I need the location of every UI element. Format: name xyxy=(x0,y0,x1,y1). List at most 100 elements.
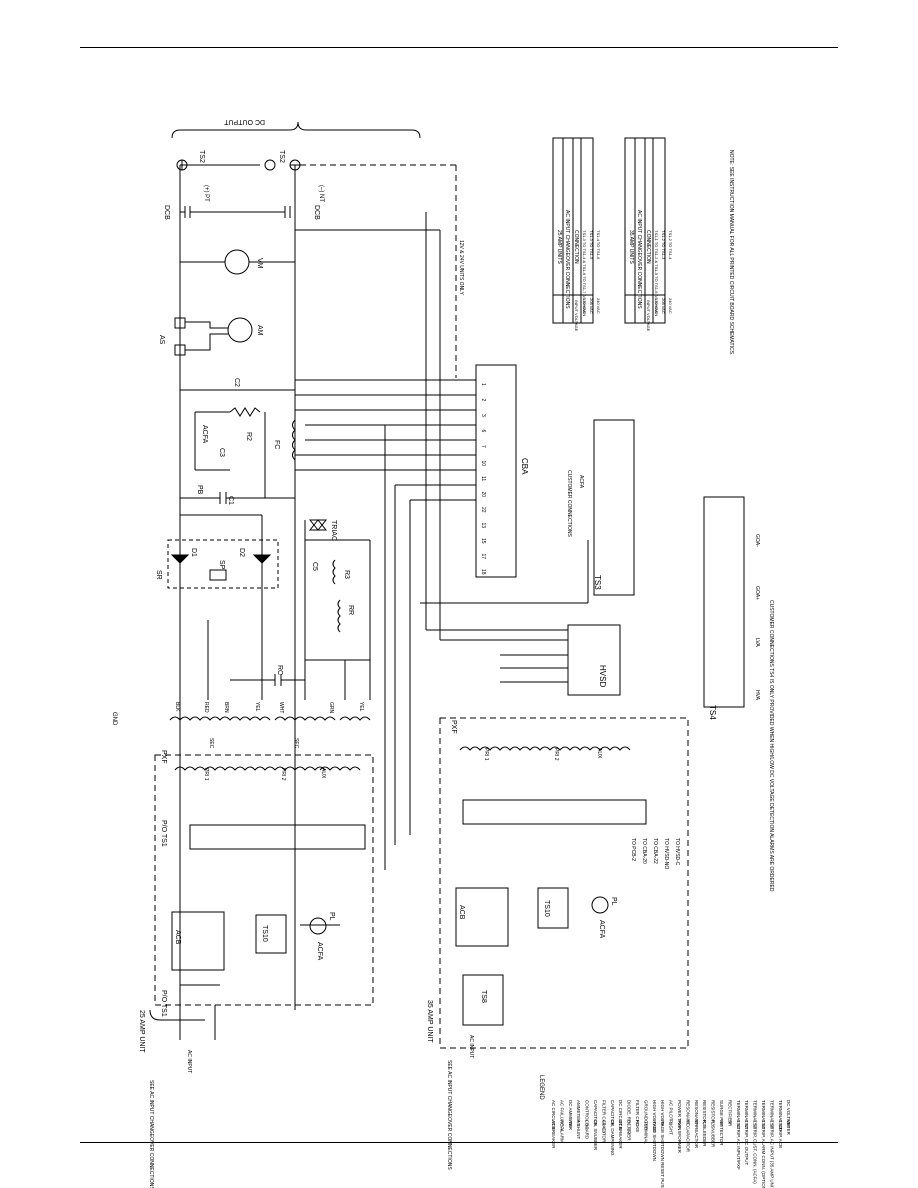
wire-grn-sec: GRN xyxy=(328,702,334,714)
ts4-group-label: LVA xyxy=(754,638,760,647)
legend-desc: FILTER CHOKE xyxy=(635,1100,640,1132)
rc-label: RC xyxy=(276,665,283,675)
cba-pin: 2 xyxy=(480,399,486,402)
ts4-strip xyxy=(703,496,745,708)
table-25-row-voltage: 120 VAC xyxy=(582,298,587,314)
ts1-35-ref: TO HVSD-C xyxy=(674,838,680,866)
legend-desc: SURGE PROTECTOR xyxy=(719,1100,724,1146)
legend-code: C1-C3 xyxy=(601,1120,606,1134)
ts1-35-ref: TO HVSD-NO xyxy=(663,838,669,869)
ts3-strip xyxy=(593,419,635,596)
am-label: AM xyxy=(256,325,263,336)
pxf-upper-label: PXF xyxy=(160,750,167,764)
ts10-lower: TS10 xyxy=(543,900,550,917)
p-o-ts1-lower: P/O TS1 xyxy=(160,990,167,1017)
dc-output-label: DC OUTPUT xyxy=(223,118,265,125)
rr-label: RR xyxy=(347,605,354,615)
pri1-upper: PRI 1 xyxy=(203,768,209,781)
pri2-upper: PRI 2 xyxy=(280,768,286,781)
ts1-35-ref: TO CBA-20 xyxy=(641,838,647,864)
ts4-label: TS4 xyxy=(708,705,717,720)
legend-desc: TERMINAL STRIP, AC INPUT/PXF xyxy=(736,1100,741,1170)
legend-desc: RESONANT CAPACITOR xyxy=(685,1100,690,1153)
legend-desc: TERMINAL STRIP, ALARM CONN. (OPTIONAL) xyxy=(761,1100,766,1188)
cba-label: CBA xyxy=(520,458,529,475)
acb-upper: ACB xyxy=(174,930,181,945)
c5-label: C5 xyxy=(311,562,318,571)
table-35-row-voltage: 240 VAC xyxy=(668,298,673,314)
cba-pin: 11 xyxy=(480,476,486,481)
cba-pin: 1 xyxy=(480,383,486,386)
cba-pin: 6 xyxy=(480,430,486,433)
ts1-35-ref: TO PCB-2 xyxy=(630,838,636,861)
ts2-upper-label: TS2 xyxy=(198,150,205,163)
dcb-upper-label: DCB xyxy=(163,205,170,220)
sp-label: SP xyxy=(218,560,225,570)
wire-brn-sec: BRN xyxy=(223,702,229,713)
table-25-row-conn: TS1-3 TO TS1-4 & TS1-6 TO TS1-7 AS SHOWN xyxy=(582,230,587,316)
cba-pin: 20 xyxy=(480,492,486,498)
legend-desc: DC VOLTMETER xyxy=(786,1100,791,1136)
legend-desc: GROUND TERMINAL xyxy=(643,1100,648,1144)
sec-label-2: SEC xyxy=(293,738,299,749)
legend-code: ACFA xyxy=(559,1120,564,1132)
r3-label: R3 xyxy=(343,570,350,579)
gnd-label: GND xyxy=(111,712,117,726)
legend-desc: AC FAILURE ALARM xyxy=(559,1100,564,1143)
d2-label: D2 xyxy=(238,548,245,557)
legend-code: TS1 xyxy=(736,1120,741,1129)
cba-pin: 3 xyxy=(480,414,486,417)
see-ac-input-upper: SEE AC INPUT CHANGEOVER CONNECTIONS xyxy=(148,1080,154,1188)
legend-desc: AC CIRCUIT BREAKER xyxy=(551,1100,556,1149)
rectifier-block xyxy=(167,514,279,620)
acfa-lower-unit: ACFA xyxy=(598,920,605,939)
sec-label-1: SEC xyxy=(208,738,214,749)
pos-terminal-label: (+) PT xyxy=(203,185,209,202)
legend-desc: AC PILOT LIGHT xyxy=(669,1100,674,1135)
table-25-row-conn: TS1-4 TO TS1-6 xyxy=(596,230,601,260)
customer-conn-label: CUSTOMER CONNECTIONS xyxy=(566,470,572,538)
neg-terminal-label: (–) NT xyxy=(318,185,324,202)
pri1-lower: PRI 1 xyxy=(483,748,489,761)
table-35-head-conn: CONNECTION xyxy=(645,230,651,264)
wire-wht-sec: WHT xyxy=(278,702,284,713)
legend-code: AS xyxy=(576,1120,581,1126)
changeover-table-25 xyxy=(552,137,594,324)
bottom-rule xyxy=(80,1142,838,1143)
changeover-table-35 xyxy=(624,137,666,324)
only-12v-label: 12V & 24V UNITS ONLY xyxy=(458,240,464,296)
legend-title: LEGEND xyxy=(538,1075,544,1100)
sr-label: SR xyxy=(155,570,162,580)
cba-pin: 7 xyxy=(480,445,486,448)
ts4-note: CUSTOMER CONNECTIONS TS4 IS ONLY PROVIDE… xyxy=(768,600,774,892)
legend-code: TS4 xyxy=(761,1120,766,1129)
legend-code: SP xyxy=(719,1120,724,1126)
fc-label: FC xyxy=(273,440,280,449)
cba-pin: 13 xyxy=(480,523,486,529)
ac-input-lower: AC INPUT xyxy=(468,1035,474,1058)
legend-code: ACB xyxy=(551,1120,556,1129)
acfa-cust-label: ACFA xyxy=(578,475,584,489)
legend-code: GND xyxy=(643,1120,648,1131)
table-25-row-voltage: 208 VAC xyxy=(589,298,594,314)
legend-desc: CONTROL BOARD xyxy=(585,1100,590,1140)
legend-code: R3 xyxy=(711,1120,716,1126)
aux-upper: AUX xyxy=(320,768,326,779)
legend-code: VM xyxy=(786,1120,791,1127)
legend-code: C6 xyxy=(610,1120,615,1126)
table-25-subtitle: AC INPUT CHANGEOVER CONNECTIONS xyxy=(564,210,570,309)
note-text: NOTE: SEE INSTRUCTION MANUAL FOR ALL PRI… xyxy=(728,150,734,355)
c1-label: C1 xyxy=(227,496,234,505)
acb-lower: ACB xyxy=(458,905,465,920)
table-25-row-voltage: 240 VAC xyxy=(596,298,601,314)
legend-code: AM xyxy=(568,1120,573,1127)
legend-code: PB xyxy=(660,1120,665,1126)
table-25-title: 25 AMP UNITS xyxy=(556,230,562,264)
legend-desc: RESISTOR, BLEEDER xyxy=(702,1100,707,1147)
p-o-ts1-upper: P/O TS1 xyxy=(160,820,167,847)
ts4-group-label: GOA- xyxy=(754,534,760,547)
ts1-35-ref: TO CBA-22 xyxy=(652,838,658,864)
legend-code: TS10 xyxy=(778,1120,783,1131)
legend-desc: RESISTOR, SNUBBER xyxy=(711,1100,716,1148)
legend-desc: TERMINAL STRIP, DC OUTPUT xyxy=(744,1100,749,1166)
